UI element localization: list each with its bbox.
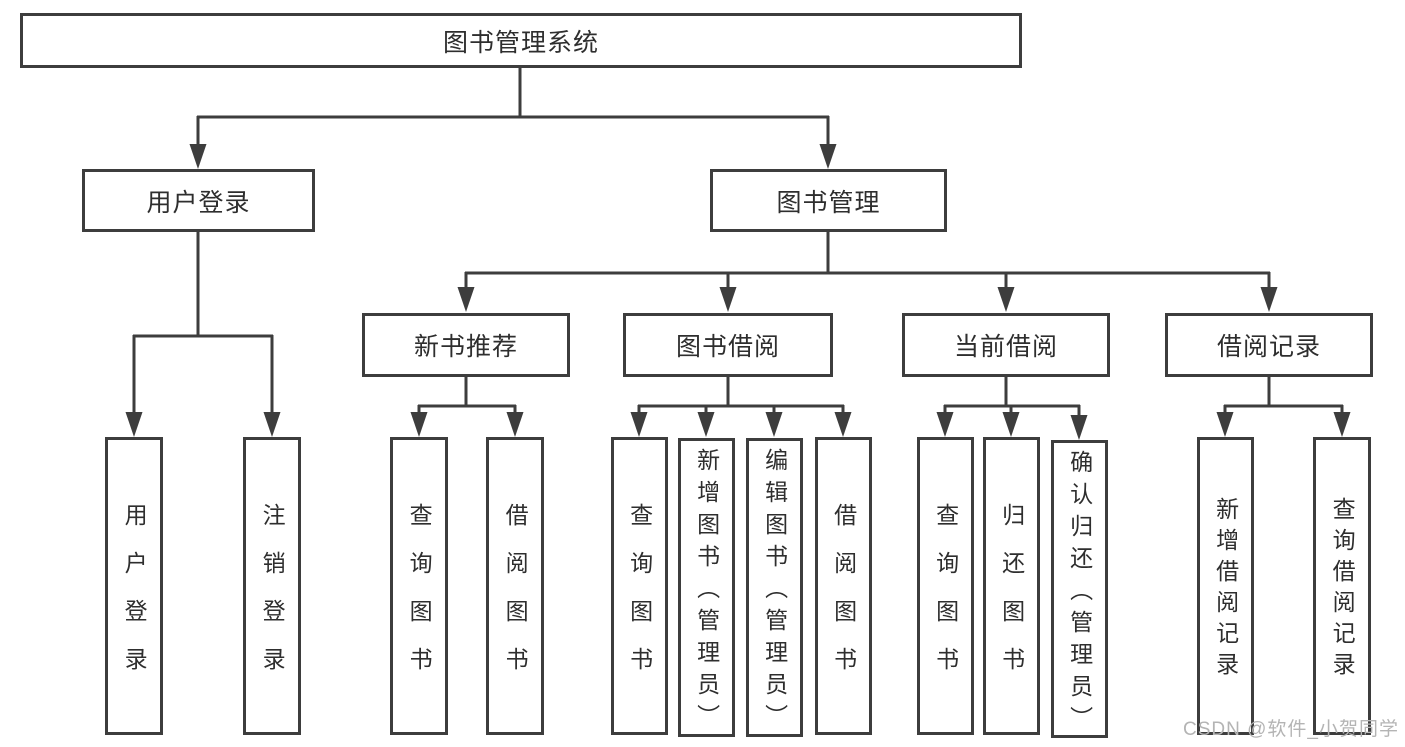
node-book-borrowing: 图书借阅	[623, 313, 833, 377]
node-label: 归还图书	[998, 502, 1025, 695]
arrowhead-icon	[1070, 415, 1088, 440]
arrowhead-icon	[263, 412, 281, 437]
connector-user-login-group-to-leaves	[132, 232, 274, 418]
node-label: 编辑图书（管理员）	[761, 448, 788, 736]
leaf-add-borrow-record: 新增借阅记录	[1197, 437, 1254, 735]
arrowhead-icon	[1002, 412, 1020, 437]
arrowhead-icon	[765, 412, 783, 437]
node-root: 图书管理系统	[20, 13, 1022, 68]
node-label: 注销登录	[259, 502, 286, 695]
node-label: 查询图书	[406, 502, 433, 695]
connector-root-to-level2	[196, 68, 830, 150]
node-label: 新增借阅记录	[1212, 497, 1239, 683]
leaf-query-borrow-record: 查询借阅记录	[1313, 437, 1371, 735]
arrowhead-icon	[997, 287, 1015, 312]
leaf-return-book: 归还图书	[983, 437, 1040, 735]
node-label: 借阅图书	[830, 502, 857, 695]
node-book-management: 图书管理	[710, 169, 947, 232]
node-user-login-group: 用户登录	[82, 169, 315, 232]
connector-new-book-recommendation-to-leaves	[417, 377, 517, 418]
node-label: 图书管理系统	[442, 28, 599, 57]
arrowhead-icon	[410, 412, 428, 437]
leaf-edit-book-admin: 编辑图书（管理员）	[746, 438, 803, 737]
node-label: 新书推荐	[413, 333, 518, 361]
node-label: 借阅记录	[1216, 333, 1321, 361]
arrowhead-icon	[189, 144, 207, 169]
arrowhead-icon	[630, 412, 648, 437]
leaf-borrow-books-2: 借阅图书	[815, 437, 872, 735]
node-label: 图书管理	[776, 188, 881, 217]
node-label: 用户登录	[146, 188, 251, 217]
arrowhead-icon	[1260, 287, 1278, 312]
arrowhead-icon	[457, 287, 475, 312]
leaf-confirm-return-admin: 确认归还（管理员）	[1051, 440, 1108, 738]
node-label: 图书借阅	[675, 333, 780, 361]
leaf-add-book-admin: 新增图书（管理员）	[678, 438, 735, 737]
arrowhead-icon	[819, 144, 837, 169]
node-label: 查询借阅记录	[1329, 497, 1356, 683]
node-current-borrowing: 当前借阅	[902, 313, 1110, 377]
node-borrowing-records: 借阅记录	[1165, 313, 1373, 377]
arrowhead-icon	[834, 412, 852, 437]
node-label: 查询图书	[626, 502, 653, 695]
node-label: 确认归还（管理员）	[1066, 449, 1093, 738]
csdn-watermark: CSDN @软件_小贺同学	[1183, 719, 1399, 740]
arrowhead-icon	[1216, 412, 1234, 437]
node-new-book-recommendation: 新书推荐	[362, 313, 570, 377]
arrowhead-icon	[506, 412, 524, 437]
connector-book-borrowing-to-leaves	[637, 377, 845, 418]
arrowhead-icon	[125, 412, 143, 437]
leaf-borrow-books-1: 借阅图书	[486, 437, 544, 735]
arrowhead-icon	[1333, 412, 1351, 437]
connector-current-borrowing-to-leaves	[943, 377, 1081, 421]
leaf-logout: 注销登录	[243, 437, 301, 735]
leaf-query-books-1: 查询图书	[390, 437, 448, 735]
arrowhead-icon	[697, 412, 715, 437]
leaf-query-books-2: 查询图书	[611, 437, 668, 735]
node-label: 查询图书	[932, 502, 959, 695]
connector-borrowing-records-to-leaves	[1223, 377, 1344, 418]
leaf-query-books-3: 查询图书	[917, 437, 974, 735]
node-label: 当前借阅	[953, 333, 1058, 361]
node-label: 新增图书（管理员）	[693, 448, 720, 736]
leaf-user-login: 用户登录	[105, 437, 163, 735]
arrowhead-icon	[936, 412, 954, 437]
node-label: 借阅图书	[502, 502, 529, 695]
arrowhead-icon	[719, 287, 737, 312]
connector-book-management-to-level3	[464, 232, 1271, 293]
node-label: 用户登录	[121, 502, 148, 695]
